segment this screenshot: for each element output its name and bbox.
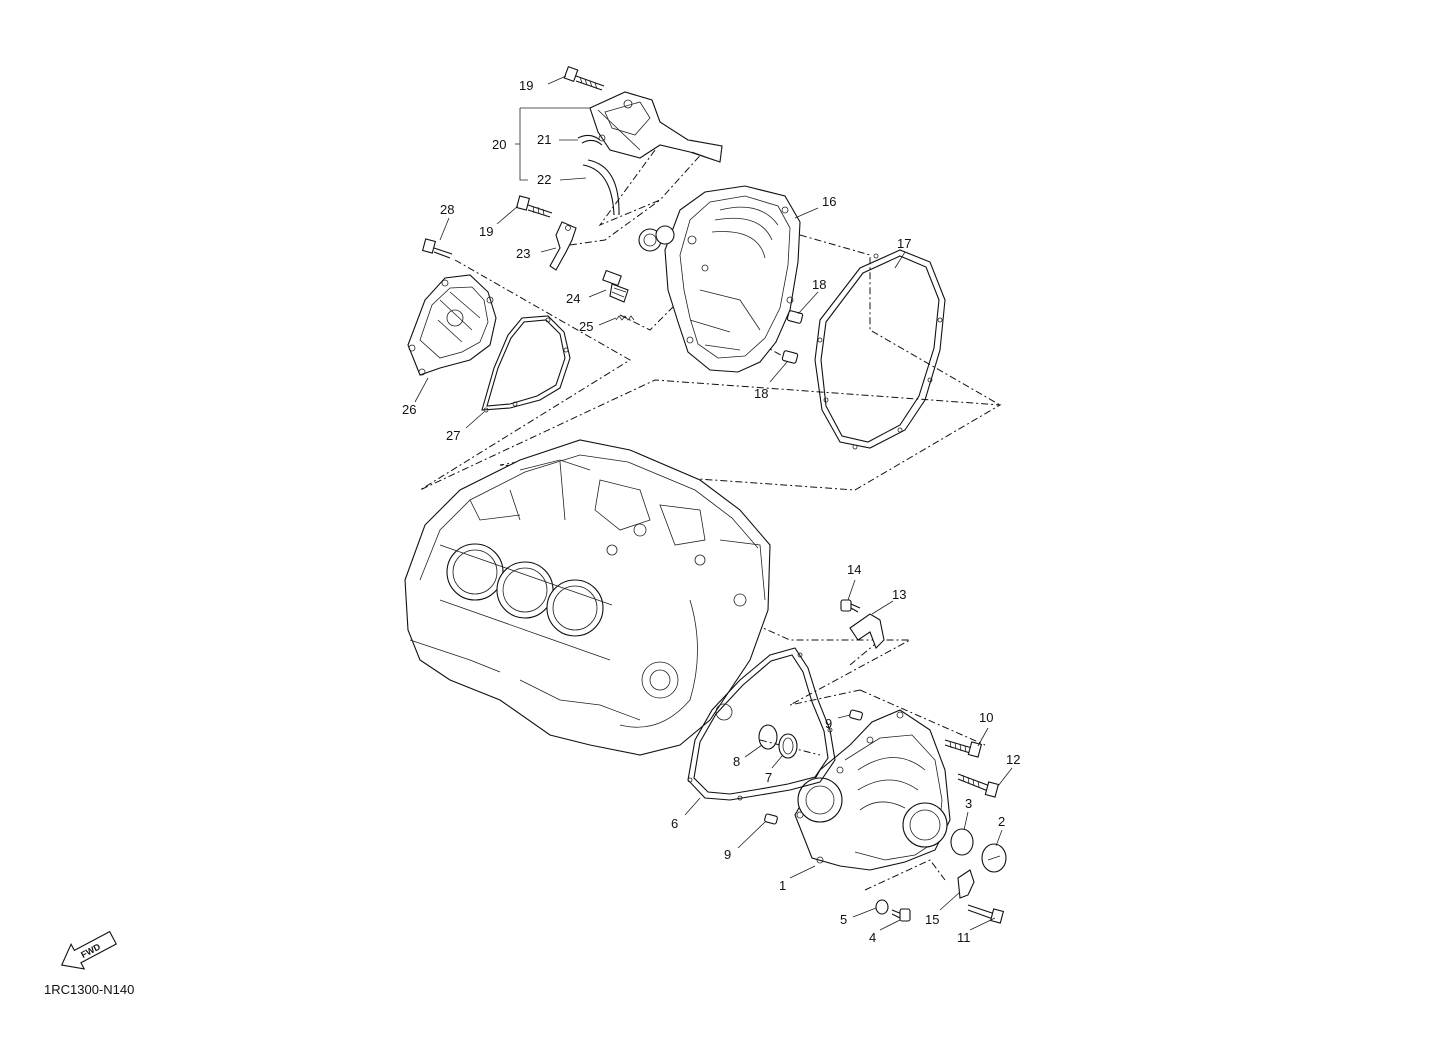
callout-15: 15 (925, 912, 939, 927)
o-ring-3 (950, 828, 974, 856)
bracket-13 (849, 613, 885, 649)
dowel-pin-9-upper (849, 709, 863, 721)
callout-9b: 9 (724, 847, 731, 862)
clutch-cover-16 (638, 185, 801, 373)
bolt-14 (840, 599, 861, 613)
spring-25 (615, 315, 635, 321)
dowel-pin-9-lower (764, 813, 778, 825)
bolt-12 (957, 773, 1000, 798)
bolt-10 (944, 739, 983, 758)
cover-26 (407, 274, 497, 376)
generator-cover-1 (794, 709, 951, 871)
dowel-pin-18-upper (786, 310, 804, 324)
callout-17: 17 (897, 236, 911, 251)
o-ring-8 (758, 724, 778, 750)
callout-6: 6 (671, 816, 678, 831)
callout-28: 28 (440, 202, 454, 217)
gasket-6 (687, 647, 836, 801)
callout-22: 22 (537, 172, 551, 187)
bolt-19-mid (515, 195, 553, 218)
callout-20: 20 (492, 137, 506, 152)
gasket-27 (481, 315, 571, 413)
callout-8: 8 (733, 754, 740, 769)
callout-3: 3 (965, 796, 972, 811)
gasket-17 (814, 249, 946, 450)
callout-18b: 18 (754, 386, 768, 401)
callout-14: 14 (847, 562, 861, 577)
bolt-4 (891, 908, 911, 922)
oil-seal-7 (778, 733, 798, 759)
callout-27: 27 (446, 428, 460, 443)
bolt-28 (421, 238, 453, 259)
plug-2 (981, 843, 1007, 873)
bolt-11 (967, 904, 1005, 924)
bolt-19-top (563, 65, 605, 91)
sensor-24 (602, 269, 629, 303)
clamp-15 (957, 869, 975, 899)
washer-5 (875, 899, 889, 915)
bracket-23 (549, 221, 577, 271)
callout-4: 4 (869, 930, 876, 945)
callout-23: 23 (516, 246, 530, 261)
callout-19a: 19 (519, 78, 533, 93)
callout-16: 16 (822, 194, 836, 209)
callout-labels: 1 2 3 4 5 6 7 8 9 9 10 11 12 13 14 15 16… (402, 78, 1020, 945)
callout-1: 1 (779, 878, 786, 893)
callout-10: 10 (979, 710, 993, 725)
cover-assembly-20 (577, 91, 723, 216)
callout-2: 2 (998, 814, 1005, 829)
fwd-arrow-icon: FWD (60, 930, 117, 970)
leader-lines (414, 75, 1013, 931)
callout-19b: 19 (479, 224, 493, 239)
callout-18a: 18 (812, 277, 826, 292)
drawing-code: 1RC1300-N140 (44, 982, 135, 997)
callout-13: 13 (892, 587, 906, 602)
callout-21: 21 (537, 132, 551, 147)
callout-12: 12 (1006, 752, 1020, 767)
callout-24: 24 (566, 291, 580, 306)
callout-11: 11 (957, 930, 971, 945)
callout-26: 26 (402, 402, 416, 417)
callout-7: 7 (765, 770, 772, 785)
callout-25: 25 (579, 319, 593, 334)
callout-9a: 9 (825, 716, 832, 731)
dowel-pin-18-lower (781, 350, 799, 364)
callout-5: 5 (840, 912, 847, 927)
crankcase (404, 439, 771, 756)
